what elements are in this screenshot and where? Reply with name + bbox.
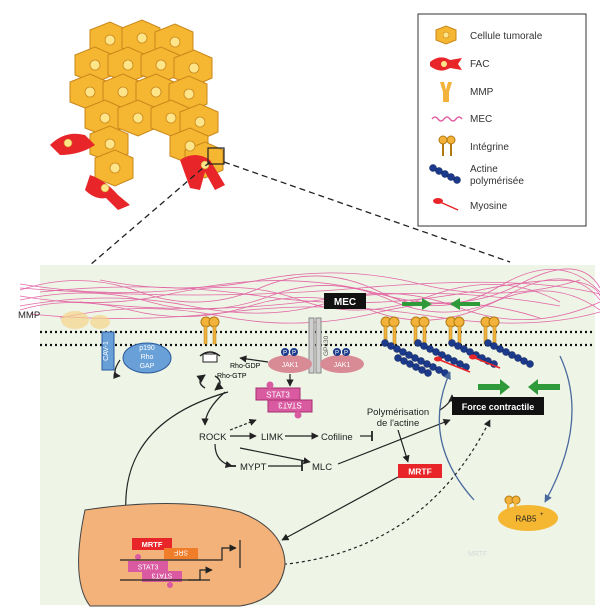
legend: Cellule tumorale FAC MMP MEC Intégrine A… [417, 13, 587, 227]
rab5-vesicle [498, 505, 558, 531]
gp130-label: GP130 [323, 335, 330, 356]
rho-node: Rho-GDP Rho-GTP [196, 351, 261, 391]
cofiline-label: Cofiline [321, 432, 353, 443]
nuc-srf-label: SRF [174, 549, 188, 556]
polymerisation-label-1: Polymérisation [367, 407, 429, 418]
mrtf-label: MRTF [408, 467, 432, 477]
gp130-receptor: GP130 [308, 317, 330, 374]
ghost-mrtf-label: MRTF [468, 551, 487, 558]
jak1-left-p1: P [283, 351, 287, 357]
jak1-right-p2: P [344, 351, 348, 357]
legend-label-myosin: Myosine [470, 201, 508, 212]
actin-icon [429, 164, 461, 184]
rho-gdp-label: Rho-GDP [230, 363, 261, 370]
legend-label-actin-1: Actine [470, 164, 498, 175]
rho-gtp-label: Rho-GTP [217, 373, 247, 380]
mec-label: MEC [334, 297, 356, 308]
tumor-cluster [50, 19, 225, 210]
p190-label-1: p190 [139, 345, 155, 352]
integrin-icon [438, 135, 456, 156]
green-arrows-force [478, 379, 560, 395]
polymerisation-label-2: de l'actine [377, 418, 419, 429]
integrins [200, 316, 500, 345]
p190-label-2: Rho [141, 354, 154, 361]
legend-label-actin-2: polymérisée [470, 176, 524, 187]
p190-rhogap [122, 342, 172, 374]
rab5-label: RAB5 [516, 515, 537, 524]
limk-label: LIMK [261, 432, 284, 443]
jak1-left-label: JAK1 [282, 362, 299, 369]
stat3-flip-label: STAT3 [278, 401, 302, 410]
force-box [452, 397, 544, 415]
stat3-dimer: STAT3 STAT3 [255, 381, 313, 419]
myosin-motors [434, 354, 501, 373]
jak1-right [320, 355, 364, 373]
nuc-mrtf-label: MRTF [142, 540, 163, 549]
jak1-right-label: JAK1 [334, 362, 351, 369]
jak1-left [268, 355, 312, 373]
zoom-box [207, 147, 225, 165]
myosin-icon [433, 198, 459, 211]
mmp-label: MMP [18, 310, 40, 321]
nuc-stat3-flip-label: STAT3 [152, 572, 173, 579]
nucleus-complex: MRTF SRF STAT3 STAT3 [120, 538, 241, 588]
cav1-box [101, 331, 115, 371]
mlc-label: MLC [312, 462, 332, 473]
stat3-label: STAT3 [266, 391, 290, 400]
mec-fiber-icon [431, 116, 463, 122]
nuc-stat3-label: STAT3 [138, 565, 159, 572]
legend-label-tumor: Cellule tumorale [470, 31, 543, 42]
legend-label-mmp: MMP [470, 87, 494, 98]
jak1-right-p1: P [335, 351, 339, 357]
mec-fibers [19, 268, 600, 324]
force-label: Force contractile [462, 402, 535, 412]
cav1-label: CAV-1 [103, 341, 110, 361]
mrtf-box [398, 464, 442, 478]
fac-cell-icon [430, 57, 462, 71]
actin-filaments [381, 339, 534, 377]
rab5-sup: + [540, 512, 544, 518]
rock-label: ROCK [199, 432, 227, 443]
zoom-line-left [89, 161, 211, 266]
legend-label-fac: FAC [470, 59, 489, 70]
green-arrows-top [402, 298, 480, 310]
zoom-line-right [223, 161, 511, 263]
mypt-label: MYPT [240, 462, 267, 473]
legend-label-mec: MEC [470, 114, 492, 125]
mmp-icon [440, 82, 452, 102]
rab5-integrin [504, 495, 521, 511]
p190-label-3: GAP [140, 363, 155, 370]
tumor-cell-icon [435, 25, 457, 45]
mec-box [324, 293, 366, 309]
jak1-left-p2: P [292, 351, 296, 357]
legend-label-integrin: Intégrine [470, 142, 509, 153]
